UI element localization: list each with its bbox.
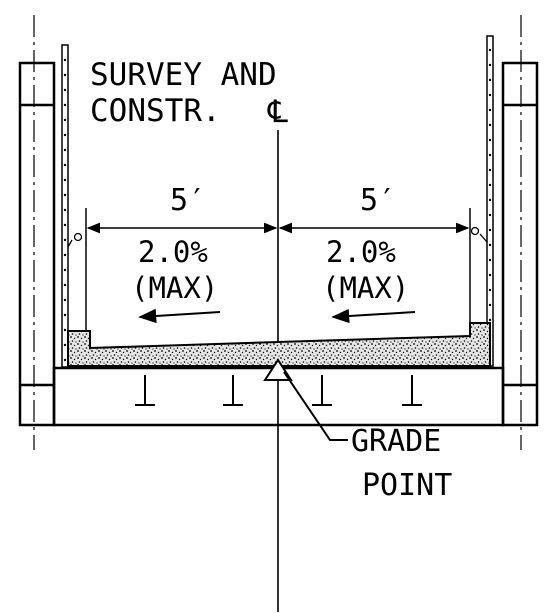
girder-stems (135, 375, 422, 406)
railing-dot (63, 343, 67, 347)
railing-dot (63, 58, 67, 62)
railing-dot (488, 168, 492, 172)
railing-dot (63, 313, 67, 317)
railing-dot (488, 93, 492, 97)
left-curb-tick (67, 239, 73, 248)
railing-dot (488, 138, 492, 142)
railing-dot (488, 243, 492, 247)
railing-dot (63, 148, 67, 152)
sidewalk-concrete-fill (67, 322, 491, 367)
railing-dot (63, 298, 67, 302)
right-curb-tick (479, 233, 488, 243)
centerline-symbol: ℄ (267, 94, 288, 130)
grade-label-line1: GRADE (351, 424, 441, 459)
railing-dot (488, 303, 492, 307)
grade-point-leader (283, 371, 348, 441)
railing-dot (63, 253, 67, 257)
right-railing (486, 35, 494, 367)
right-slope-max-label: (MAX) (322, 271, 409, 305)
left-slope-max-label: (MAX) (131, 271, 218, 305)
grade-point-marker (263, 358, 293, 381)
railing-dot (488, 288, 492, 292)
railing-dot (63, 208, 67, 212)
right-barrier-post (501, 61, 539, 427)
railing-dot (488, 108, 492, 112)
railing-dot (63, 163, 67, 167)
railing-dot (63, 133, 67, 137)
survey-label-line2: CONSTR. (90, 93, 221, 129)
railing-dot (488, 63, 492, 67)
railing-dot (488, 318, 492, 322)
left-slope-label: 2.0% (138, 235, 208, 269)
railing-dot (488, 273, 492, 277)
railing-dot (488, 48, 492, 52)
railing-dot (63, 103, 67, 107)
right-slope-arrow (331, 308, 416, 324)
railing-dot (488, 78, 492, 82)
railing-dot (63, 178, 67, 182)
railing-dot (488, 123, 492, 127)
railing-dot (488, 198, 492, 202)
survey-label-line1: SURVEY AND (90, 57, 277, 93)
right-slope-label: 2.0% (326, 235, 396, 269)
railing-dot (63, 223, 67, 227)
railing-dot (63, 283, 67, 287)
railing-dot (488, 183, 492, 187)
railing-dot (63, 328, 67, 332)
railing-dot (63, 118, 67, 122)
railing-dot (63, 73, 67, 77)
railing-dot (488, 258, 492, 262)
left-slope-arrow (138, 308, 221, 324)
left-railing (61, 44, 69, 368)
railing-dot (63, 268, 67, 272)
left-barrier-post (18, 61, 56, 427)
grade-label-line2: POINT (362, 468, 452, 503)
railing-dot (488, 153, 492, 157)
right-dimension-label: 5′ (360, 183, 396, 218)
railing-dot (63, 358, 67, 362)
left-curb-marker (73, 232, 83, 242)
railing-dot (488, 213, 492, 217)
railing-dot (63, 238, 67, 242)
railing-dot (63, 88, 67, 92)
railing-dot (488, 228, 492, 232)
left-dimension-label: 5′ (170, 183, 206, 218)
right-curb-marker (470, 226, 480, 236)
railing-dot (63, 193, 67, 197)
